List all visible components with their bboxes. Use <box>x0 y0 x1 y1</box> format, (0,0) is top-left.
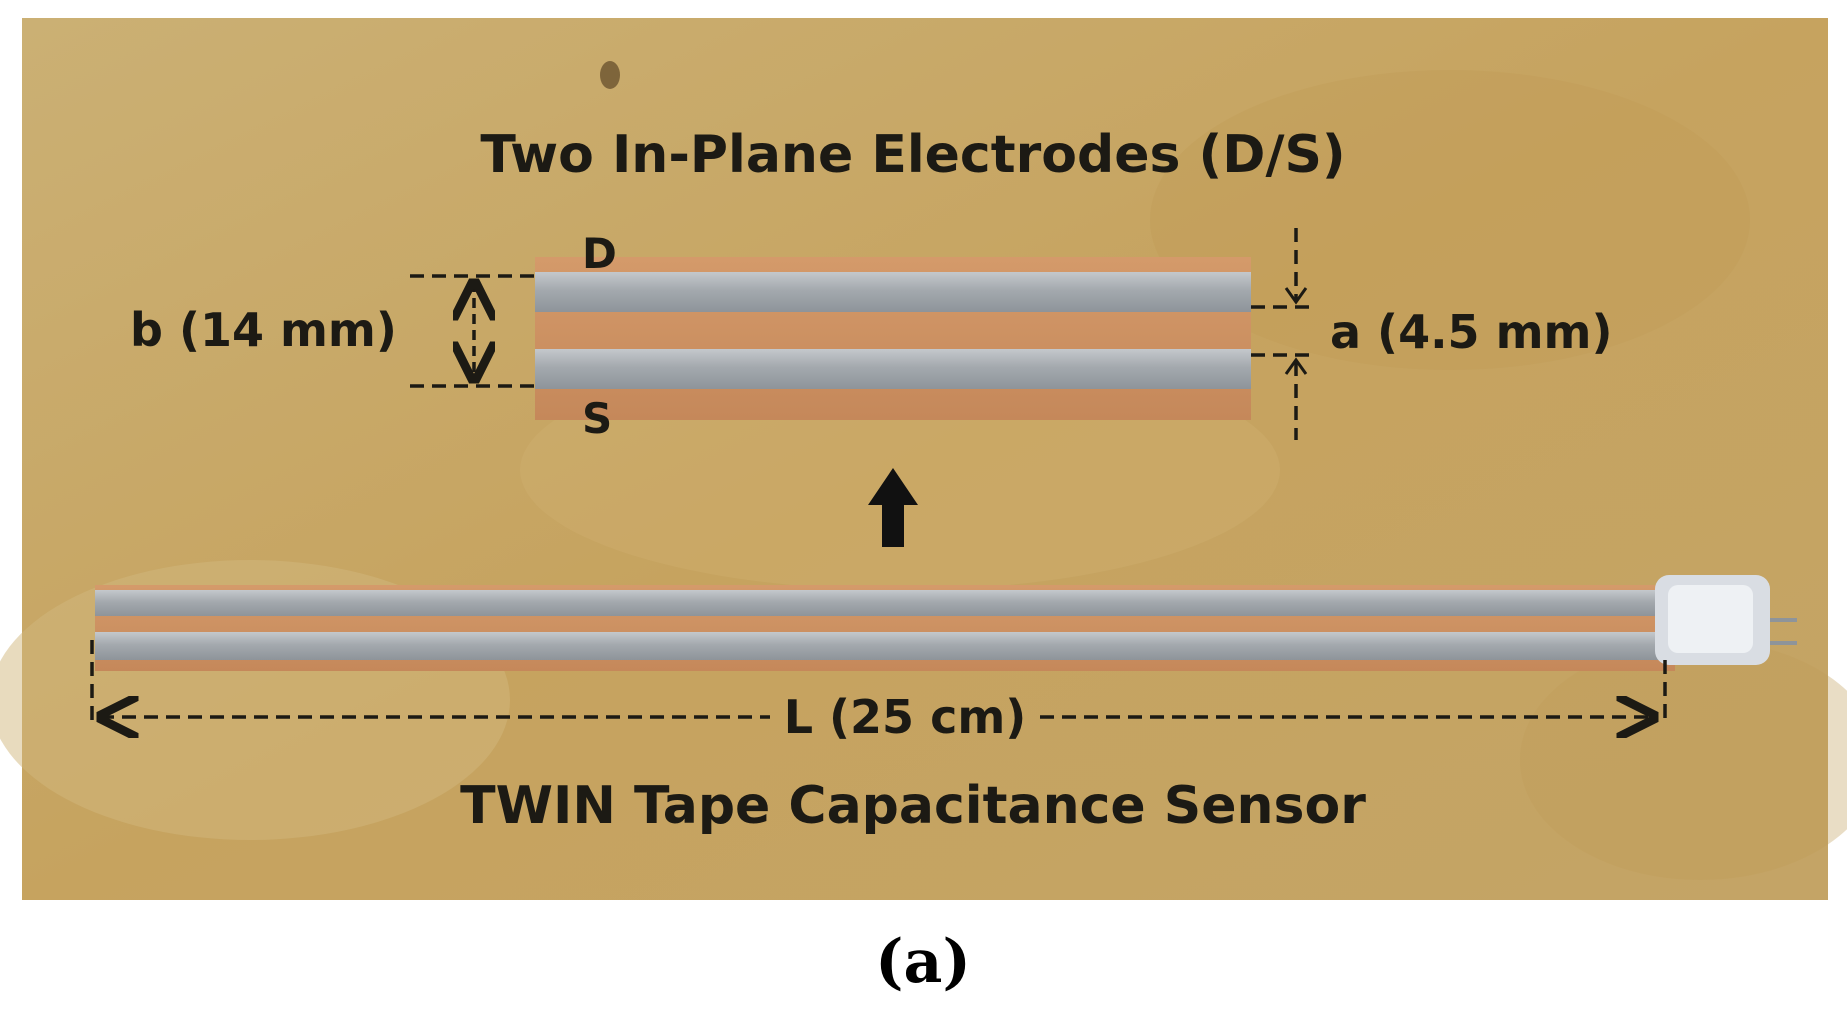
dimension-l-label: L (25 cm) <box>784 690 1027 744</box>
up-arrow-icon <box>868 468 918 547</box>
connector-block <box>1655 575 1797 665</box>
full-sensor <box>95 575 1797 671</box>
label-d: D <box>582 229 617 278</box>
dimension-b <box>410 274 535 388</box>
dimension-b-label: b (14 mm) <box>130 303 397 357</box>
full-electrode-bottom <box>95 632 1675 660</box>
dimension-a <box>1251 228 1310 440</box>
electrode-s <box>535 349 1251 389</box>
full-electrode-top <box>95 590 1665 616</box>
figure-caption: (a) <box>875 927 971 997</box>
dimension-a-label: a (4.5 mm) <box>1330 305 1612 359</box>
top-title: Two In-Plane Electrodes (D/S) <box>480 125 1345 185</box>
label-s: S <box>582 394 612 443</box>
bottom-title: TWIN Tape Capacitance Sensor <box>460 776 1366 836</box>
electrode-d <box>535 272 1251 312</box>
photo <box>0 18 1847 900</box>
dimension-l <box>90 640 1667 725</box>
zoomed-sensor-segment <box>535 257 1251 420</box>
